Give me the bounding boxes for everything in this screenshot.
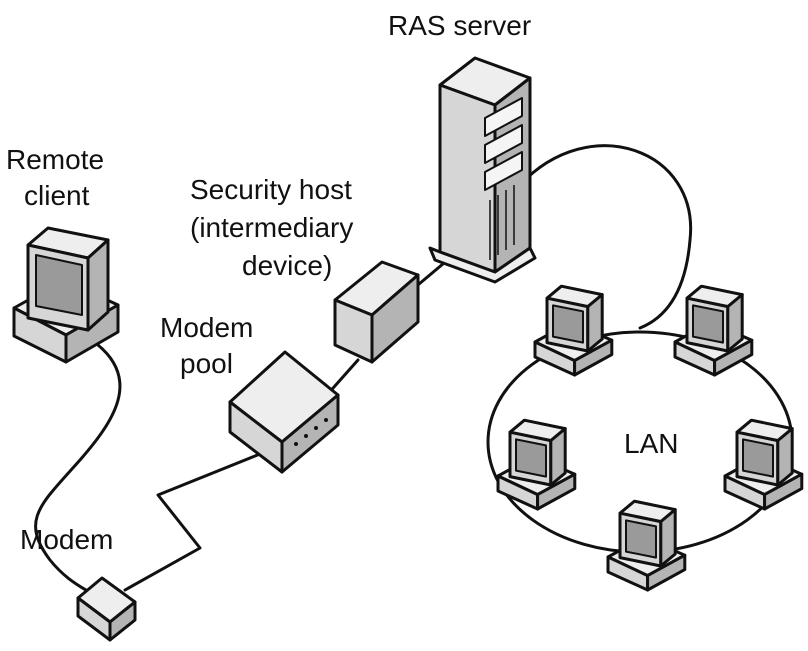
security-host-label-line3: device) — [242, 250, 333, 281]
lan-computer-icon — [533, 284, 614, 377]
ras-server-label: RAS server — [388, 10, 532, 41]
security-host-label-line1: Security host — [190, 174, 352, 205]
client-to-modem-cable — [34, 343, 122, 602]
lan-computer-icon — [496, 418, 577, 511]
lan-computer-icon — [723, 418, 804, 511]
modem-pool-icon — [228, 350, 340, 474]
lan-computer-icon — [673, 284, 754, 377]
ras-server-icon — [428, 56, 537, 284]
remote-client-label-line1: Remote — [6, 144, 105, 175]
modem-pool-label-line2: pool — [180, 348, 233, 379]
remote-client-label-line2: client — [24, 180, 90, 211]
lan-computers — [496, 284, 804, 592]
modem-icon — [76, 576, 137, 642]
remote-client-computer-icon — [12, 226, 120, 364]
security-host-icon — [333, 260, 420, 364]
modem-pool-label-line1: Modem — [160, 312, 254, 343]
lan-label: LAN — [624, 428, 678, 459]
modem-label: Modem — [20, 524, 114, 555]
security-host-label-line2: (intermediary — [190, 212, 354, 243]
ras-to-lan-cable — [518, 144, 693, 330]
lan-computer-icon — [606, 499, 687, 592]
phone-line — [123, 448, 272, 592]
